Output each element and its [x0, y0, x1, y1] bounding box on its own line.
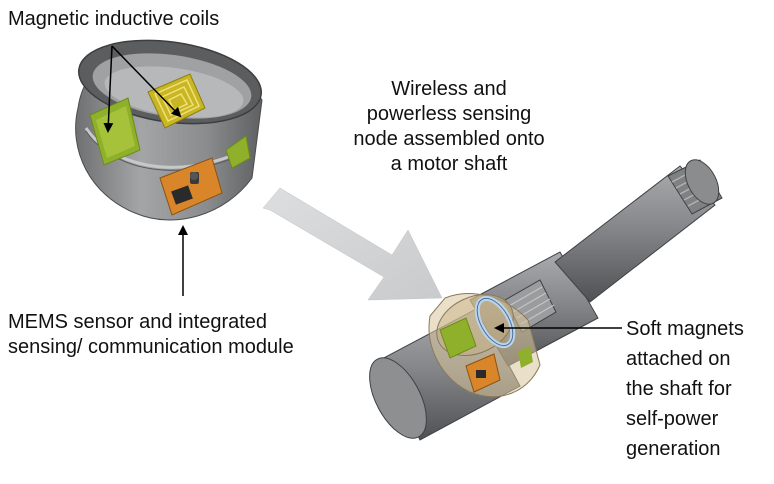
- wireless-line-4: a motor shaft: [390, 153, 508, 175]
- magnets-line-4: self-power: [626, 408, 719, 430]
- assembly-arrow: [262, 187, 443, 301]
- magnets-line-5: generation: [626, 438, 721, 460]
- wireless-line-2: powerless sensing: [366, 103, 532, 125]
- label-magnetic-inductive-coils: Magnetic inductive coils: [8, 7, 219, 32]
- wireless-line-3: node assembled onto: [353, 128, 545, 150]
- coil-pad-left: [89, 97, 141, 166]
- pointer-coils-left: [103, 45, 114, 133]
- mems-line-2: sensing/ communication module: [8, 336, 294, 358]
- coils-label-text: Magnetic inductive coils: [8, 8, 220, 30]
- label-wireless-sensing-node: Wireless and powerless sensing node asse…: [318, 77, 580, 177]
- assembled-sensing-node: [428, 293, 541, 398]
- label-soft-magnets: Soft magnets attached on the shaft for s…: [626, 314, 744, 464]
- magnets-line-1: Soft magnets: [626, 318, 744, 340]
- sensing-node-ring: [75, 39, 263, 221]
- magnets-line-3: the shaft for: [626, 378, 732, 400]
- wireless-line-1: Wireless and: [391, 78, 507, 100]
- soft-magnet-ring: [474, 295, 516, 349]
- coil-pad-right: [225, 135, 251, 169]
- mems-circuit-board: [159, 157, 223, 216]
- magnets-line-2: attached on: [626, 348, 731, 370]
- coil-pad-inner: [147, 73, 206, 129]
- mems-line-1: MEMS sensor and integrated: [8, 311, 268, 333]
- pointer-coils-right: [111, 45, 182, 118]
- label-mems-module: MEMS sensor and integrated sensing/ comm…: [8, 310, 294, 360]
